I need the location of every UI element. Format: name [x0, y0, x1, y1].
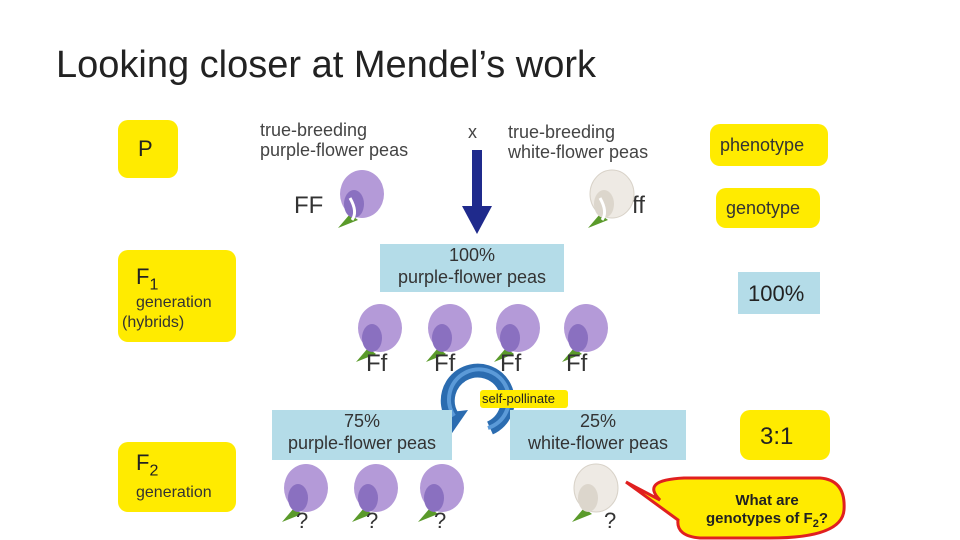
- f1-result-line2: purple-flower peas: [397, 267, 547, 287]
- f2-purple-flower-icon: [418, 464, 464, 522]
- cross-symbol: x: [468, 122, 477, 142]
- f1-result-line1: 100%: [448, 245, 496, 265]
- parent2-line1: true-breeding: [508, 122, 616, 142]
- callout-end: ?: [818, 510, 828, 527]
- parent1-genotype: FF: [294, 192, 324, 219]
- f2-purple-line2: purple-flower peas: [287, 433, 437, 453]
- f2-white-box: 25% white-flower peas: [510, 410, 686, 460]
- f2-purple-box: 75% purple-flower peas: [272, 410, 452, 460]
- f2-label: F2: [136, 450, 158, 480]
- f2-white-flower-icon: [572, 463, 619, 522]
- parent1-text: true-breeding purple-flower peas: [260, 120, 408, 160]
- f1-ratio: 100%: [748, 281, 805, 306]
- self-pollinate-box: self-pollinate: [480, 390, 568, 408]
- f2-generation-box: F2 generation: [118, 442, 236, 512]
- genotype-box: genotype: [716, 188, 820, 228]
- f2-unknown-genotype: ?: [604, 508, 617, 533]
- callout-sub: 2: [812, 518, 819, 530]
- down-arrow-icon: [462, 150, 492, 234]
- f2-white-line1: 25%: [579, 411, 617, 431]
- callout-line2: genotypes of F: [706, 510, 813, 527]
- f1-ratio-box: 100%: [738, 272, 820, 314]
- f1-flower-icon: [356, 304, 402, 362]
- f1-flower-icon: [562, 304, 608, 362]
- parent1-line1: true-breeding: [260, 120, 368, 140]
- f2-purple-line1: 75%: [343, 411, 381, 431]
- phenotype-box: phenotype: [710, 124, 828, 166]
- white-flower-icon: [588, 169, 635, 228]
- f2-sub: 2: [149, 462, 159, 480]
- parent2-text: true-breeding white-flower peas: [508, 122, 648, 162]
- parent2-line2: white-flower peas: [508, 142, 649, 162]
- f2-white-line2: white-flower peas: [527, 433, 669, 453]
- f2-purple-flower-icon: [282, 464, 328, 522]
- f2-purple-flower-icon: [352, 464, 398, 522]
- f1-sub: 1: [149, 276, 159, 294]
- purple-flower-icon: [338, 170, 384, 228]
- f2-unknown-genotype: ?: [366, 508, 379, 533]
- f2-ratio-box: 3:1: [740, 410, 830, 460]
- page-title: Looking closer at Mendel’s work: [56, 44, 597, 86]
- f1-label: F1: [136, 264, 158, 294]
- self-pollinate-label: self-pollinate: [482, 391, 555, 406]
- f1-letter: F: [136, 264, 150, 289]
- callout-bubble: [625, 476, 846, 540]
- f1-genotype: Ff: [434, 350, 456, 377]
- p-label: P: [138, 136, 153, 161]
- callout-line2-wrap: genotypes of F2?: [692, 510, 842, 533]
- f2-unknown-genotype: ?: [434, 508, 447, 533]
- f1-flower-icon: [426, 304, 472, 362]
- callout-line1: What are: [735, 492, 799, 509]
- f2-letter: F: [136, 450, 150, 475]
- parent1-line2: purple-flower peas: [260, 140, 409, 160]
- f2-ratio: 3:1: [760, 423, 794, 450]
- f1-hybrids-text: (hybrids): [122, 314, 185, 331]
- f1-genotype: Ff: [500, 350, 522, 377]
- f1-genotype: Ff: [366, 350, 388, 377]
- f1-generation-box: F1 generation (hybrids): [118, 250, 236, 342]
- f1-generation-text: generation: [136, 294, 212, 311]
- f2-unknown-genotype: ?: [296, 508, 309, 533]
- f1-result-box: 100% purple-flower peas: [380, 244, 564, 292]
- parent2-genotype: ff: [632, 192, 645, 219]
- f1-genotype: Ff: [566, 350, 588, 377]
- f1-flower-icon: [494, 304, 540, 362]
- genotype-label: genotype: [726, 198, 801, 218]
- f2-generation-text: generation: [136, 484, 212, 501]
- callout-text: What are genotypes of F2?: [692, 492, 842, 533]
- phenotype-label: phenotype: [720, 135, 805, 155]
- p-generation-box: P: [118, 120, 178, 178]
